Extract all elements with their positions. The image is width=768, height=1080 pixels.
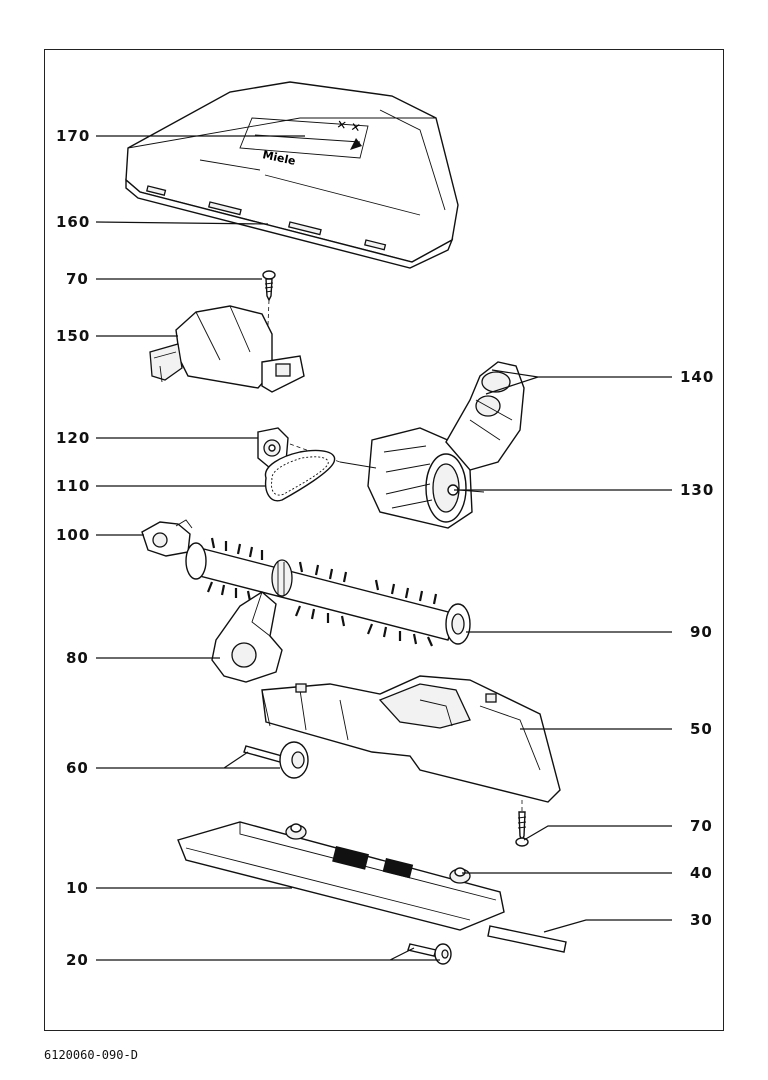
part-small-wheel-20 [407, 943, 452, 965]
part-brush-roller-90 [185, 537, 471, 647]
drawing-number: 6120060-090-D [44, 1048, 138, 1062]
part-cover-170: Miele ✕ ✕ [125, 81, 459, 263]
part-chassis-50 [261, 675, 561, 803]
callout-70-bottom: 70 [690, 817, 713, 835]
callout-60: 60 [66, 759, 89, 777]
callout-labels: 170 160 70 150 140 120 110 130 100 90 80… [56, 127, 714, 969]
part-side-housing-80 [211, 591, 283, 683]
callout-120: 120 [56, 429, 90, 447]
callout-70-top: 70 [66, 270, 89, 288]
callout-170: 170 [56, 127, 90, 145]
callout-130: 130 [680, 481, 714, 499]
callout-100: 100 [56, 526, 90, 544]
callout-160: 160 [56, 213, 90, 231]
part-screw-70-bottom [515, 800, 529, 847]
part-motor-cover-150 [149, 305, 305, 393]
part-turbine-130 [339, 427, 485, 529]
callout-20: 20 [66, 951, 89, 969]
callout-80: 80 [66, 649, 89, 667]
svg-text:✕ ✕: ✕ ✕ [335, 117, 361, 135]
part-wheel-60 [243, 741, 309, 779]
part-elbow-140 [445, 361, 525, 471]
part-bottom-plate-10 [177, 821, 505, 931]
leader-lines [95, 135, 672, 961]
callout-40: 40 [690, 864, 713, 882]
part-screw-70-top [262, 270, 276, 326]
part-base-plate-160 [125, 178, 454, 269]
callout-90: 90 [690, 623, 713, 641]
callout-50: 50 [690, 720, 713, 738]
callout-110: 110 [56, 477, 90, 495]
part-drive-belt-110 [264, 449, 336, 502]
part-end-bracket-100 [141, 519, 193, 557]
callout-30: 30 [690, 911, 713, 929]
callout-10: 10 [66, 879, 89, 897]
drawing-frame [44, 49, 724, 1031]
callout-140: 140 [680, 368, 714, 386]
callout-150: 150 [56, 327, 90, 345]
part-rod-30 [487, 925, 567, 953]
